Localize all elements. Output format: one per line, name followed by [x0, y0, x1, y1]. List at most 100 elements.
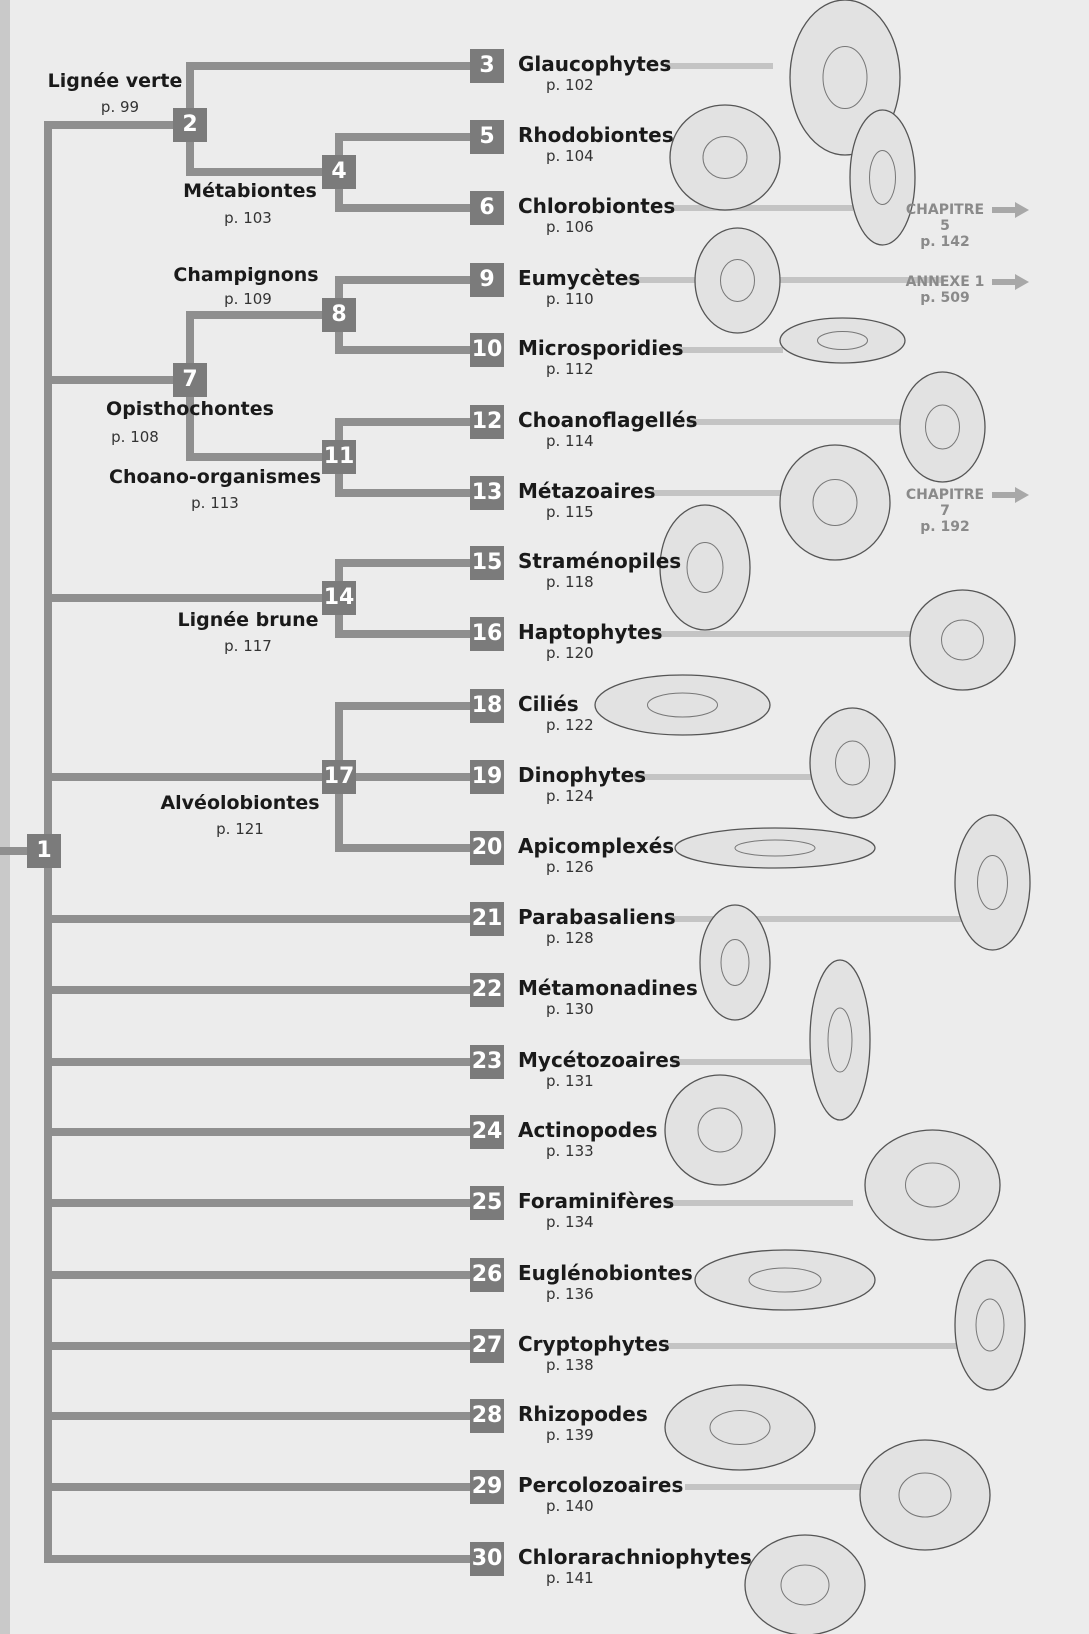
taxon-page-ref: p. 104: [546, 147, 594, 165]
taxon-name: Foraminifères: [518, 1189, 674, 1213]
taxon-name: Choanoflagellés: [518, 408, 698, 432]
taxon-name: Glaucophytes: [518, 52, 671, 76]
taxon-page-ref: p. 138: [546, 1356, 594, 1374]
cross-reference-page: p. 509: [900, 290, 990, 306]
internal-node-box: 7: [173, 363, 207, 397]
taxon-page-ref: p. 141: [546, 1569, 594, 1587]
taxon-page-ref: p. 140: [546, 1497, 594, 1515]
leaf-node-box: 15: [470, 546, 504, 580]
leaf-node-box: 5: [470, 120, 504, 154]
internal-node-box: 14: [322, 581, 356, 615]
naegleria-drawing: [860, 1440, 990, 1550]
leaf-node-box: 6: [470, 191, 504, 225]
foraminifer-drawing: [865, 1130, 1000, 1240]
taxon-name: Dinophytes: [518, 763, 646, 787]
amoeba-drawing: [665, 1385, 815, 1470]
taxon-name: Euglénobiontes: [518, 1261, 693, 1285]
taxon-name: Actinopodes: [518, 1118, 658, 1142]
internal-node-box: 2: [173, 108, 207, 142]
clade-page-ref: p. 121: [216, 820, 264, 838]
taxon-page-ref: p. 134: [546, 1213, 594, 1231]
leaf-node-box: 28: [470, 1399, 504, 1433]
taxon-page-ref: p. 130: [546, 1000, 594, 1018]
taxon-name: Parabasaliens: [518, 905, 676, 929]
taxon-name: Straménopiles: [518, 549, 681, 573]
taxon-page-ref: p. 102: [546, 76, 594, 94]
leaf-node-box: 29: [470, 1470, 504, 1504]
taxon-page-ref: p. 124: [546, 787, 594, 805]
clade-page-ref: p. 109: [224, 290, 272, 308]
taxon-name: Chlorobiontes: [518, 194, 675, 218]
cross-reference-label: ANNEXE 1: [900, 274, 990, 290]
clade-page-ref: p. 103: [224, 209, 272, 227]
cross-reference-page: p. 142: [900, 234, 990, 250]
trichomonas-drawing: [955, 815, 1030, 950]
leaf-node-box: 25: [470, 1186, 504, 1220]
leaf-node-box: 27: [470, 1329, 504, 1363]
cross-reference-label: CHAPITRE 5: [900, 202, 990, 234]
arrow-right-icon: [1015, 274, 1029, 290]
clade-name: Métabiontes: [183, 180, 317, 202]
cryptomonad-drawing: [955, 1260, 1025, 1390]
sponge-drawing: [780, 445, 890, 560]
taxon-page-ref: p. 131: [546, 1072, 594, 1090]
leaf-node-box: 26: [470, 1258, 504, 1292]
clade-name: Opisthochontes: [106, 398, 274, 420]
microsporidian-spore-drawing: [780, 318, 905, 363]
leaf-node-box: 12: [470, 405, 504, 439]
leaf-node-box: 22: [470, 973, 504, 1007]
euglena-drawing: [695, 1250, 875, 1310]
leaf-node-box: 30: [470, 1542, 504, 1576]
slime-mold-sporangium-drawing: [810, 960, 870, 1120]
clade-name: Alvéolobiontes: [160, 792, 319, 814]
clade-page-ref: p. 117: [224, 637, 272, 655]
taxon-page-ref: p. 110: [546, 290, 594, 308]
taxon-page-ref: p. 106: [546, 218, 594, 236]
leaf-node-box: 10: [470, 333, 504, 367]
cross-reference-label: CHAPITRE 7: [900, 487, 990, 519]
leaf-node-box: 21: [470, 902, 504, 936]
taxon-page-ref: p. 115: [546, 503, 594, 521]
apicomplexan-drawing: [675, 828, 875, 868]
clade-page-ref: p. 113: [191, 494, 239, 512]
taxon-page-ref: p. 118: [546, 573, 594, 591]
taxon-name: Rhodobiontes: [518, 123, 674, 147]
taxon-page-ref: p. 120: [546, 644, 594, 662]
taxon-page-ref: p. 126: [546, 858, 594, 876]
dinoflagellate-drawing: [810, 708, 895, 818]
taxon-name: Apicomplexés: [518, 834, 674, 858]
root-node-box: 1: [27, 834, 61, 868]
taxon-name: Eumycètes: [518, 266, 640, 290]
leaf-node-box: 19: [470, 760, 504, 794]
taxon-page-ref: p. 139: [546, 1426, 594, 1444]
taxon-page-ref: p. 133: [546, 1142, 594, 1160]
internal-node-box: 4: [322, 155, 356, 189]
leaf-node-box: 23: [470, 1045, 504, 1079]
leaf-node-box: 18: [470, 689, 504, 723]
taxon-name: Cryptophytes: [518, 1332, 670, 1356]
taxon-name: Métamonadines: [518, 976, 698, 1000]
internal-node-box: 11: [322, 440, 356, 474]
taxon-page-ref: p. 136: [546, 1285, 594, 1303]
taxon-page-ref: p. 128: [546, 929, 594, 947]
cross-reference-page: p. 192: [900, 519, 990, 535]
taxon-page-ref: p. 122: [546, 716, 594, 734]
internal-node-box: 17: [322, 760, 356, 794]
clade-page-ref: p. 108: [111, 428, 159, 446]
coccolithophore-drawing: [910, 590, 1015, 690]
leaf-node-box: 20: [470, 831, 504, 865]
leaf-node-box: 9: [470, 263, 504, 297]
taxon-name: Haptophytes: [518, 620, 662, 644]
paramecium-drawing: [595, 675, 770, 735]
mushroom-drawing: [695, 228, 780, 333]
clade-name: Lignée verte: [48, 70, 183, 92]
arrow-right-icon: [1015, 487, 1029, 503]
internal-node-box: 8: [322, 298, 356, 332]
clade-name: Lignée brune: [177, 609, 318, 631]
giardia-drawing: [700, 905, 770, 1020]
arrow-right-icon: [1015, 202, 1029, 218]
